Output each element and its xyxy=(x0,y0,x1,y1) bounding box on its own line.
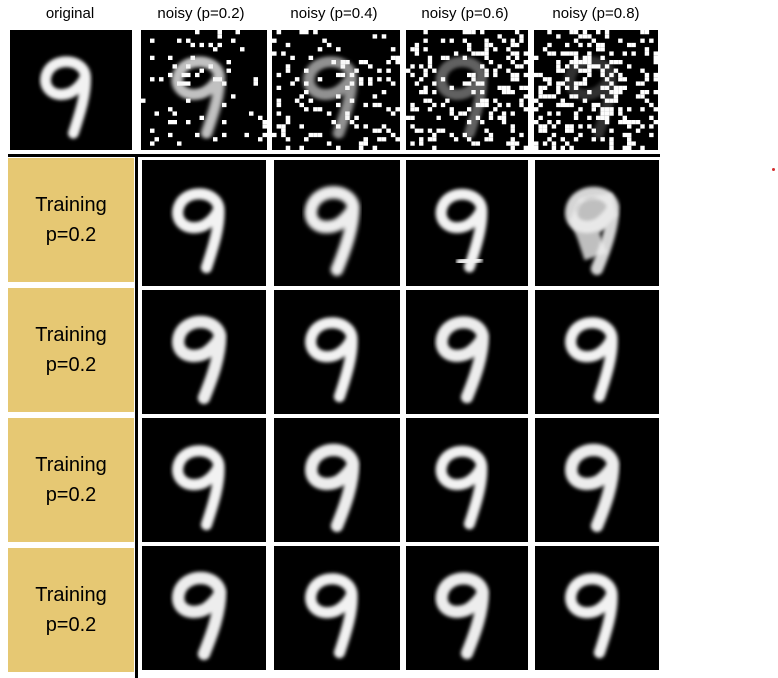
reconstruction-image xyxy=(274,160,400,286)
noisy-image-p02 xyxy=(141,30,267,150)
noisy-image-p08 xyxy=(534,30,658,150)
header-noisy-p06: noisy (p=0.6) xyxy=(421,5,509,22)
original-digit-image xyxy=(10,30,132,150)
row-label-3: Training p=0.2 xyxy=(8,418,134,542)
row-label-line2: p=0.2 xyxy=(45,354,97,376)
reconstruction-image xyxy=(406,546,528,670)
row-label-2: Training p=0.2 xyxy=(8,288,134,412)
noisy-image-p04 xyxy=(272,30,400,150)
red-dot-marker xyxy=(772,168,775,171)
reconstruction-image xyxy=(535,290,659,414)
reconstruction-image xyxy=(535,546,659,670)
header-noisy-p08: noisy (p=0.8) xyxy=(552,5,640,22)
header-noisy-p02: noisy (p=0.2) xyxy=(157,5,245,22)
reconstruction-image xyxy=(142,290,266,414)
label-divider xyxy=(135,154,138,678)
row-label-line1: Training xyxy=(35,584,107,606)
header-divider xyxy=(8,154,660,157)
row-label-line2: p=0.2 xyxy=(45,484,97,506)
reconstruction-image xyxy=(274,418,400,542)
reconstruction-image xyxy=(406,290,528,414)
noisy-image-p06 xyxy=(406,30,528,150)
reconstruction-image xyxy=(142,160,266,286)
row-label-line1: Training xyxy=(35,454,107,476)
row-label-4: Training p=0.2 xyxy=(8,548,134,672)
reconstruction-image xyxy=(406,160,528,286)
reconstruction-image xyxy=(535,160,659,286)
row-label-line1: Training xyxy=(35,194,107,216)
header-original: original xyxy=(45,5,95,22)
row-label-line1: Training xyxy=(35,324,107,346)
reconstruction-image xyxy=(274,546,400,670)
reconstruction-image xyxy=(142,546,266,670)
reconstruction-image xyxy=(535,418,659,542)
row-label-1: Training p=0.2 xyxy=(8,158,134,282)
reconstruction-image xyxy=(274,290,400,414)
row-label-line2: p=0.2 xyxy=(45,224,97,246)
reconstruction-image xyxy=(142,418,266,542)
row-label-line2: p=0.2 xyxy=(45,614,97,636)
header-noisy-p04: noisy (p=0.4) xyxy=(290,5,378,22)
reconstruction-image xyxy=(406,418,528,542)
